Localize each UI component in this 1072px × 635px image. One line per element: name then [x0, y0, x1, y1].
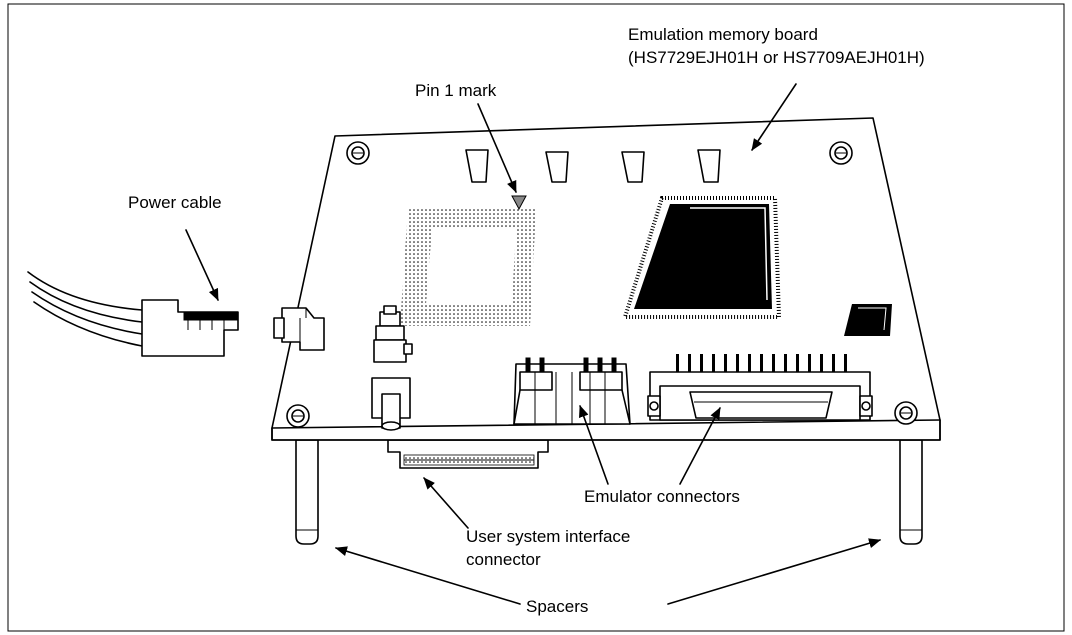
cpu-socket-footprint — [400, 208, 536, 326]
arrow-to-connector-1 — [579, 405, 609, 485]
spacer-right — [899, 439, 923, 545]
top-components — [465, 149, 721, 183]
jumper-switch — [373, 305, 413, 363]
emulator-connector-1 — [513, 357, 631, 425]
arrow-to-board — [751, 83, 797, 151]
emulator-connector-2 — [647, 354, 873, 421]
mounting-screw-top-left — [346, 141, 370, 165]
label-pin1-mark: Pin 1 mark — [415, 81, 497, 100]
label-user-interface-line2: connector — [466, 550, 541, 569]
arrow-to-power-cable — [185, 229, 219, 301]
leader-arrows — [185, 83, 881, 605]
label-power-cable: Power cable — [128, 193, 222, 212]
label-emulator-connectors: Emulator connectors — [584, 487, 740, 506]
toggle-switch — [371, 377, 411, 431]
label-emulation-board-line1: Emulation memory board — [628, 25, 818, 44]
label-spacers: Spacers — [526, 597, 588, 616]
user-system-interface-connector — [387, 439, 549, 469]
memory-ic — [622, 196, 782, 319]
mounting-screw-top-right — [829, 141, 853, 165]
spacer-left — [295, 439, 319, 545]
pin1-marker — [511, 195, 527, 211]
figure-frame — [7, 3, 1065, 632]
arrow-to-spacer-right — [667, 538, 881, 605]
arrow-to-user-connector — [423, 477, 469, 529]
mounting-screw-bottom-left — [286, 404, 310, 428]
power-cable — [27, 271, 239, 357]
label-user-interface-line1: User system interface — [466, 527, 630, 546]
label-emulation-board-line2: (HS7729EJH01H or HS7709AEJH01H) — [628, 48, 925, 67]
mounting-screw-bottom-right — [894, 401, 918, 425]
arrow-to-connector-2 — [679, 407, 721, 485]
board-power-connector — [273, 307, 325, 351]
arrow-to-pin1 — [477, 103, 517, 193]
arrow-to-spacer-left — [335, 546, 521, 605]
small-ic — [844, 304, 892, 336]
